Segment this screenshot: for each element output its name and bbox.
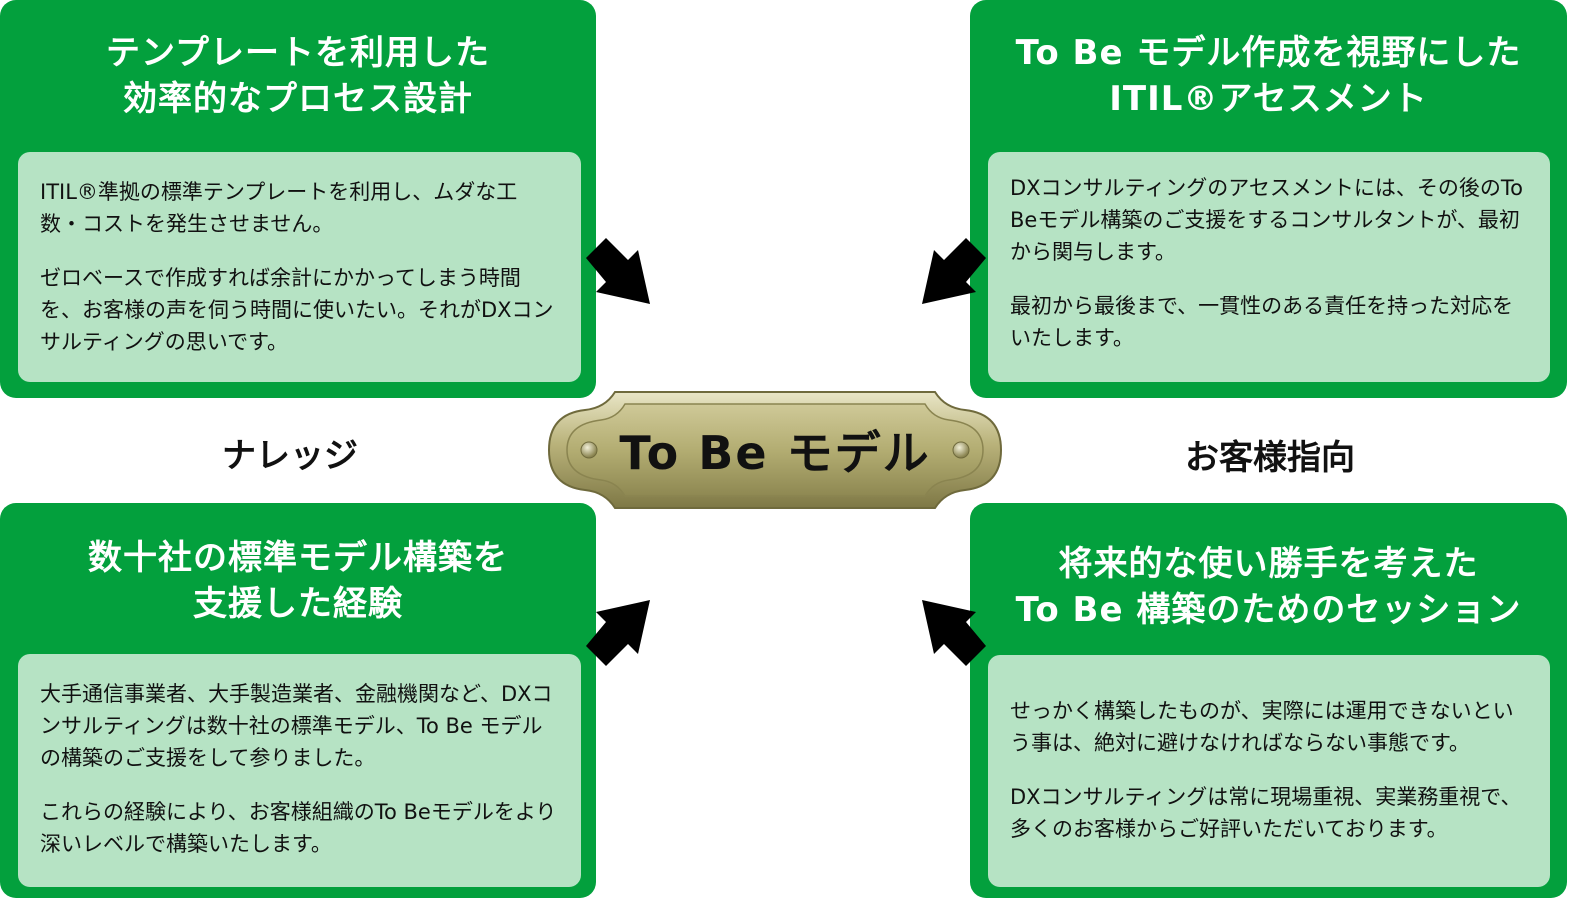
card-title: 将来的な使い勝手を考えた To Be 構築のためのセッション [970, 541, 1567, 633]
card-title-line-2: 支援した経験 [193, 584, 403, 624]
card-title-line-2: To Be 構築のためのセッション [1015, 590, 1522, 630]
side-label-right: お客様指向 [1185, 438, 1355, 478]
card-body: DXコンサルティングのアセスメントには、その後のTo Beモデル構築のご支援をす… [988, 152, 1550, 382]
card-title-line-2: ITIL®アセスメント [1109, 79, 1428, 119]
card-title: To Be モデル作成を視野にした ITIL®アセスメント [970, 30, 1567, 122]
arrow-icon [922, 238, 986, 304]
arrow-icon [586, 238, 650, 304]
card-paragraph: せっかく構築したものが、実際には運用できないという事は、絶対に避けなければならな… [1010, 699, 1514, 755]
center-plaque-label: To Be モデル [619, 426, 931, 480]
card-paragraph: ITIL®準拠の標準テンプレートを利用し、ムダな工数・コストを発生させません。 [40, 180, 518, 236]
card-title: 数十社の標準モデル構築を 支援した経験 [0, 535, 596, 627]
card-paragraph: 大手通信事業者、大手製造業者、金融機関など、DXコンサルティングは数十社の標準モ… [40, 682, 553, 770]
card-title: テンプレートを利用した 効率的なプロセス設計 [0, 30, 596, 122]
card-title-line-1: 数十社の標準モデル構築を [88, 538, 508, 578]
card-top-right: To Be モデル作成を視野にした ITIL®アセスメント DXコンサルティング… [970, 0, 1567, 398]
card-title-line-1: To Be モデル作成を視野にした [1015, 33, 1522, 73]
center-plaque [547, 391, 1003, 509]
arrow-icon [586, 600, 650, 666]
arrow-icon [922, 600, 986, 666]
card-body: 大手通信事業者、大手製造業者、金融機関など、DXコンサルティングは数十社の標準モ… [18, 654, 581, 887]
card-paragraph: DXコンサルティングは常に現場重視、実業務重視で、多くのお客様からご好評いただい… [1010, 785, 1522, 841]
card-paragraph: DXコンサルティングのアセスメントには、その後のTo Beモデル構築のご支援をす… [1010, 176, 1523, 264]
card-paragraph: 最初から最後まで、一貫性のある責任を持った対応をいたします。 [1010, 294, 1514, 350]
card-body: ITIL®準拠の標準テンプレートを利用し、ムダな工数・コストを発生させません。 … [18, 152, 581, 382]
card-bottom-left: 数十社の標準モデル構築を 支援した経験 大手通信事業者、大手製造業者、金融機関な… [0, 503, 596, 898]
side-label-left: ナレッジ [222, 436, 358, 476]
card-bottom-right: 将来的な使い勝手を考えた To Be 構築のためのセッション せっかく構築したも… [970, 503, 1567, 898]
card-title-line-1: 将来的な使い勝手を考えた [1058, 544, 1479, 584]
card-paragraph: これらの経験により、お客様組織のTo Beモデルをより深いレベルで構築いたします… [40, 800, 557, 856]
card-paragraph: ゼロベースで作成すれば余計にかかってしまう時間を、お客様の声を伺う時間に使いたい… [40, 266, 554, 354]
card-body: せっかく構築したものが、実際には運用できないという事は、絶対に避けなければならな… [988, 655, 1550, 887]
card-title-line-2: 効率的なプロセス設計 [123, 79, 473, 119]
card-top-left: テンプレートを利用した 効率的なプロセス設計 ITIL®準拠の標準テンプレートを… [0, 0, 596, 398]
card-title-line-1: テンプレートを利用した [106, 33, 490, 73]
